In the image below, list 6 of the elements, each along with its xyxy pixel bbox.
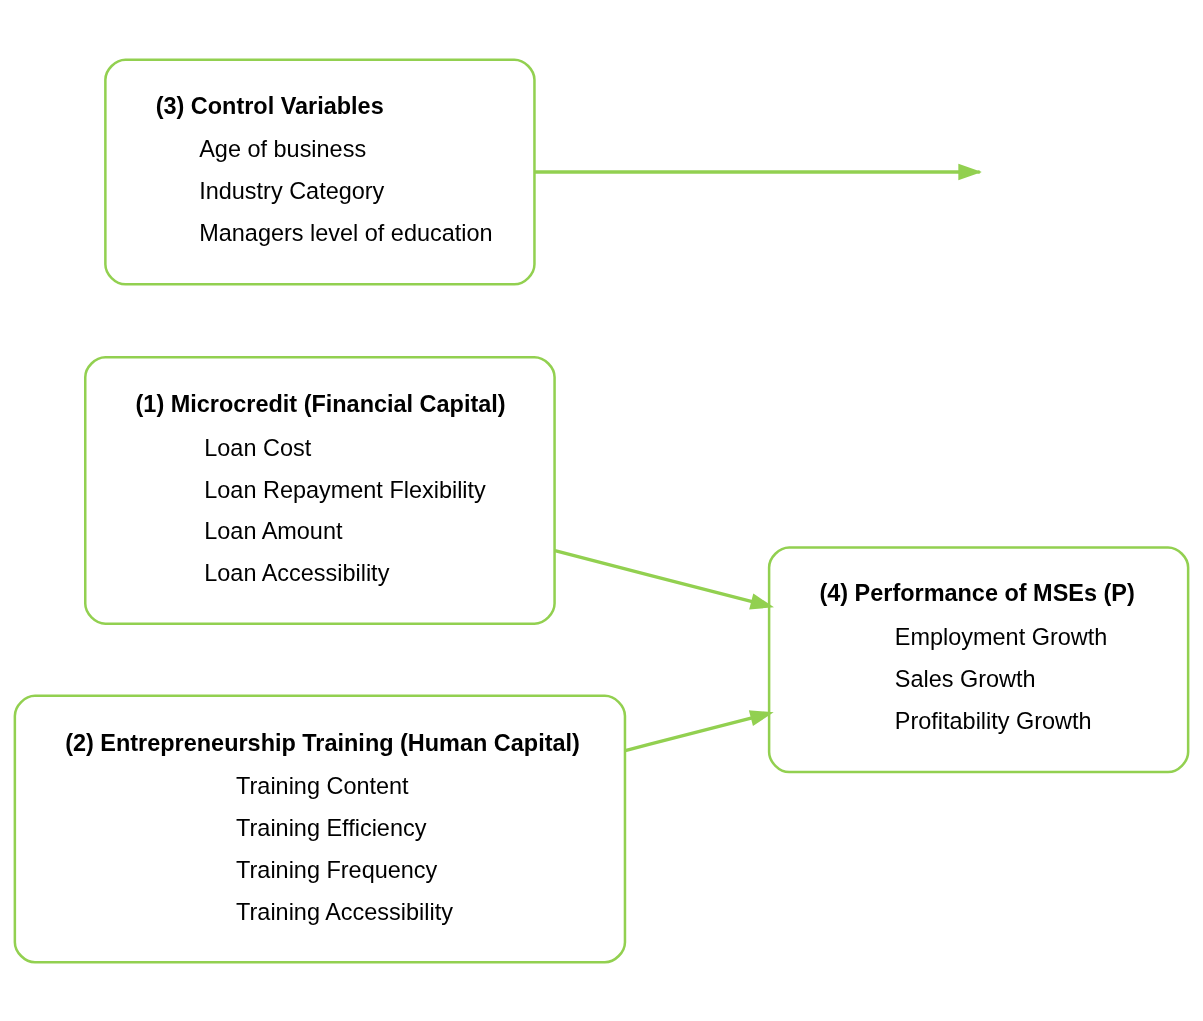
arrow	[554, 548, 774, 609]
arrow	[624, 709, 774, 752]
node-box: (1) Microcredit (Financial Capital) Loan Cost Loan Repayment Flexibility Loan Amount Loan Accessibility	[84, 355, 556, 625]
node-box: (4) Performance of MSEs (P) Employment Growth Sales Growth Profitability Growth	[767, 545, 1190, 773]
node-box: (2) Entrepreneurship Training (Human Capital) Training Content Training Efficiency Training Frequency Training Accessibility	[13, 694, 627, 964]
node-box: (3) Control Variables Age of business Industry Category Managers level of education	[104, 57, 536, 286]
